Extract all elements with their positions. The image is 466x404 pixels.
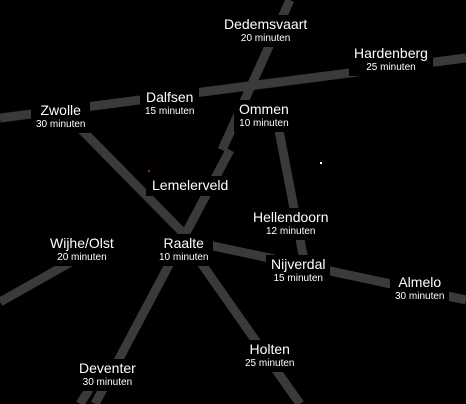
place-label-wijhe-olst: Wijhe/Olst 20 minuten (45, 234, 119, 266)
place-label-lemelerveld: Lemelerveld (146, 176, 235, 196)
place-label-raalte: Raalte 10 minuten (154, 234, 214, 266)
place-name: Dalfsen (146, 89, 194, 105)
place-name: Holten (249, 341, 290, 357)
place-label-zwolle: Zwolle 30 minuten (31, 101, 91, 133)
travel-time: 12 minuten (266, 226, 316, 237)
place-label-deventer: Deventer 30 minuten (74, 359, 141, 391)
place-name: Dedemsvaart (224, 16, 308, 32)
travel-time: 10 minuten (159, 252, 209, 263)
travel-time: 30 minuten (82, 377, 133, 388)
place-label-holten: Holten 25 minuten (240, 340, 300, 372)
place-name: Almelo (398, 274, 442, 290)
place-label-dalfsen: Dalfsen 15 minuten (140, 88, 200, 120)
place-label-nijverdal: Nijverdal 15 minuten (266, 255, 331, 287)
place-name: Lemelerveld (152, 177, 229, 193)
map-marker-dot (320, 162, 322, 164)
place-name: Hardenberg (354, 45, 428, 61)
travel-time: 15 minuten (273, 273, 323, 284)
place-name: Wijhe/Olst (50, 235, 114, 251)
travel-time: 25 minuten (245, 358, 295, 369)
place-label-ommen: Ommen 10 minuten (234, 100, 294, 132)
place-name: Hellendoorn (253, 209, 329, 225)
place-name: Nijverdal (271, 256, 326, 272)
travel-time: 20 minuten (240, 33, 291, 44)
place-name: Raalte (163, 235, 204, 251)
road-raalte-holten (181, 237, 304, 404)
place-name: Ommen (239, 101, 289, 117)
travel-time: 10 minuten (239, 118, 289, 129)
road-zwolle-raalte (66, 114, 194, 244)
place-name: Zwolle (40, 102, 81, 118)
travel-time: 30 minuten (395, 291, 445, 302)
place-label-hellendoorn: Hellendoorn 12 minuten (248, 208, 334, 240)
travel-time: 20 minuten (57, 252, 107, 263)
travel-time: 15 minuten (145, 106, 195, 117)
place-label-dedemsvaart: Dedemsvaart 20 minuten (219, 15, 313, 47)
map-marker-dot (148, 170, 150, 172)
place-label-almelo: Almelo 30 minuten (390, 273, 450, 305)
place-name: Deventer (79, 360, 136, 376)
place-label-hardenberg: Hardenberg 25 minuten (349, 44, 433, 76)
road-ommen-nijverdal (270, 109, 310, 266)
travel-time: 30 minuten (36, 119, 86, 130)
travel-time: 25 minuten (366, 62, 416, 73)
